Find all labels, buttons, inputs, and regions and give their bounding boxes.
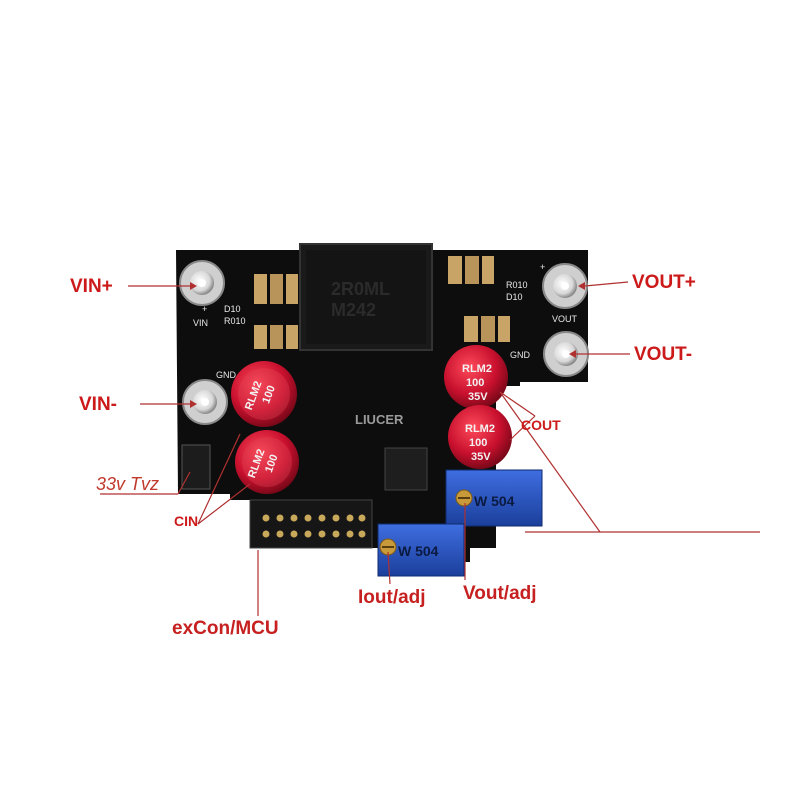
svg-text:W 504: W 504 bbox=[398, 543, 439, 559]
silk-r010: R010 bbox=[224, 316, 246, 326]
smd-caps-top-left bbox=[254, 274, 298, 349]
silk-vout: VOUT bbox=[552, 314, 578, 324]
silk-d10-right: D10 bbox=[506, 292, 523, 302]
silk-d10: D10 bbox=[224, 304, 241, 314]
terminal-vin-minus bbox=[182, 379, 228, 425]
label-excon-mcu: exCon/MCU bbox=[172, 618, 279, 639]
svg-text:RLM2: RLM2 bbox=[462, 363, 492, 375]
inductor-marking-1: 2R0ML bbox=[331, 279, 390, 299]
label-vin-plus: VIN+ bbox=[70, 276, 113, 297]
svg-text:100: 100 bbox=[466, 377, 484, 389]
capacitor-cin-bottom: RLM2 100 bbox=[235, 430, 299, 494]
chip-marking: LIUCER bbox=[355, 412, 404, 427]
label-vout-adj: Vout/adj bbox=[463, 583, 537, 604]
svg-text:100: 100 bbox=[469, 437, 487, 449]
svg-text:W 504: W 504 bbox=[474, 493, 515, 509]
capacitor-cin-top: RLM2 100 bbox=[231, 361, 297, 427]
label-cout: COUT bbox=[521, 417, 561, 433]
svg-text:100: 100 bbox=[263, 453, 281, 474]
silk-gnd-right: GND bbox=[510, 350, 531, 360]
terminal-vout-minus bbox=[543, 331, 589, 377]
label-tvz: 33v Tvz bbox=[96, 474, 160, 494]
potentiometer-vout: W 504 bbox=[445, 469, 543, 527]
capacitor-cout-bottom: RLM2 100 35V bbox=[448, 405, 512, 469]
capacitor-cout-top: RLM2 100 35V bbox=[444, 345, 508, 409]
controller-chip bbox=[384, 447, 428, 491]
inductor-marking-2: M242 bbox=[331, 300, 376, 320]
svg-text:RLM2: RLM2 bbox=[465, 423, 495, 435]
svg-text:35V: 35V bbox=[468, 391, 488, 403]
silk-gnd-left: GND bbox=[216, 370, 237, 380]
silk-r010-right: R010 bbox=[506, 280, 528, 290]
excon-header bbox=[249, 499, 373, 549]
terminal-vin-plus bbox=[179, 260, 225, 306]
potentiometer-iout: W 504 bbox=[377, 523, 465, 577]
label-iout-adj: Iout/adj bbox=[358, 587, 426, 608]
label-vout-minus: VOUT- bbox=[634, 344, 693, 365]
label-vout-plus: VOUT+ bbox=[632, 272, 696, 293]
pointer-arrows bbox=[190, 282, 585, 408]
label-vin-minus: VIN- bbox=[79, 394, 117, 415]
smd-caps-top-right bbox=[448, 256, 510, 342]
tvs-diode bbox=[181, 444, 211, 490]
svg-text:35V: 35V bbox=[471, 451, 491, 463]
silk-plus-right: + bbox=[540, 262, 545, 272]
label-cin: CIN bbox=[174, 513, 199, 529]
silk-plus-left: + bbox=[202, 304, 207, 314]
pointer-lines bbox=[100, 281, 760, 616]
svg-text:100: 100 bbox=[260, 384, 278, 405]
silk-vin: VIN bbox=[193, 318, 208, 328]
